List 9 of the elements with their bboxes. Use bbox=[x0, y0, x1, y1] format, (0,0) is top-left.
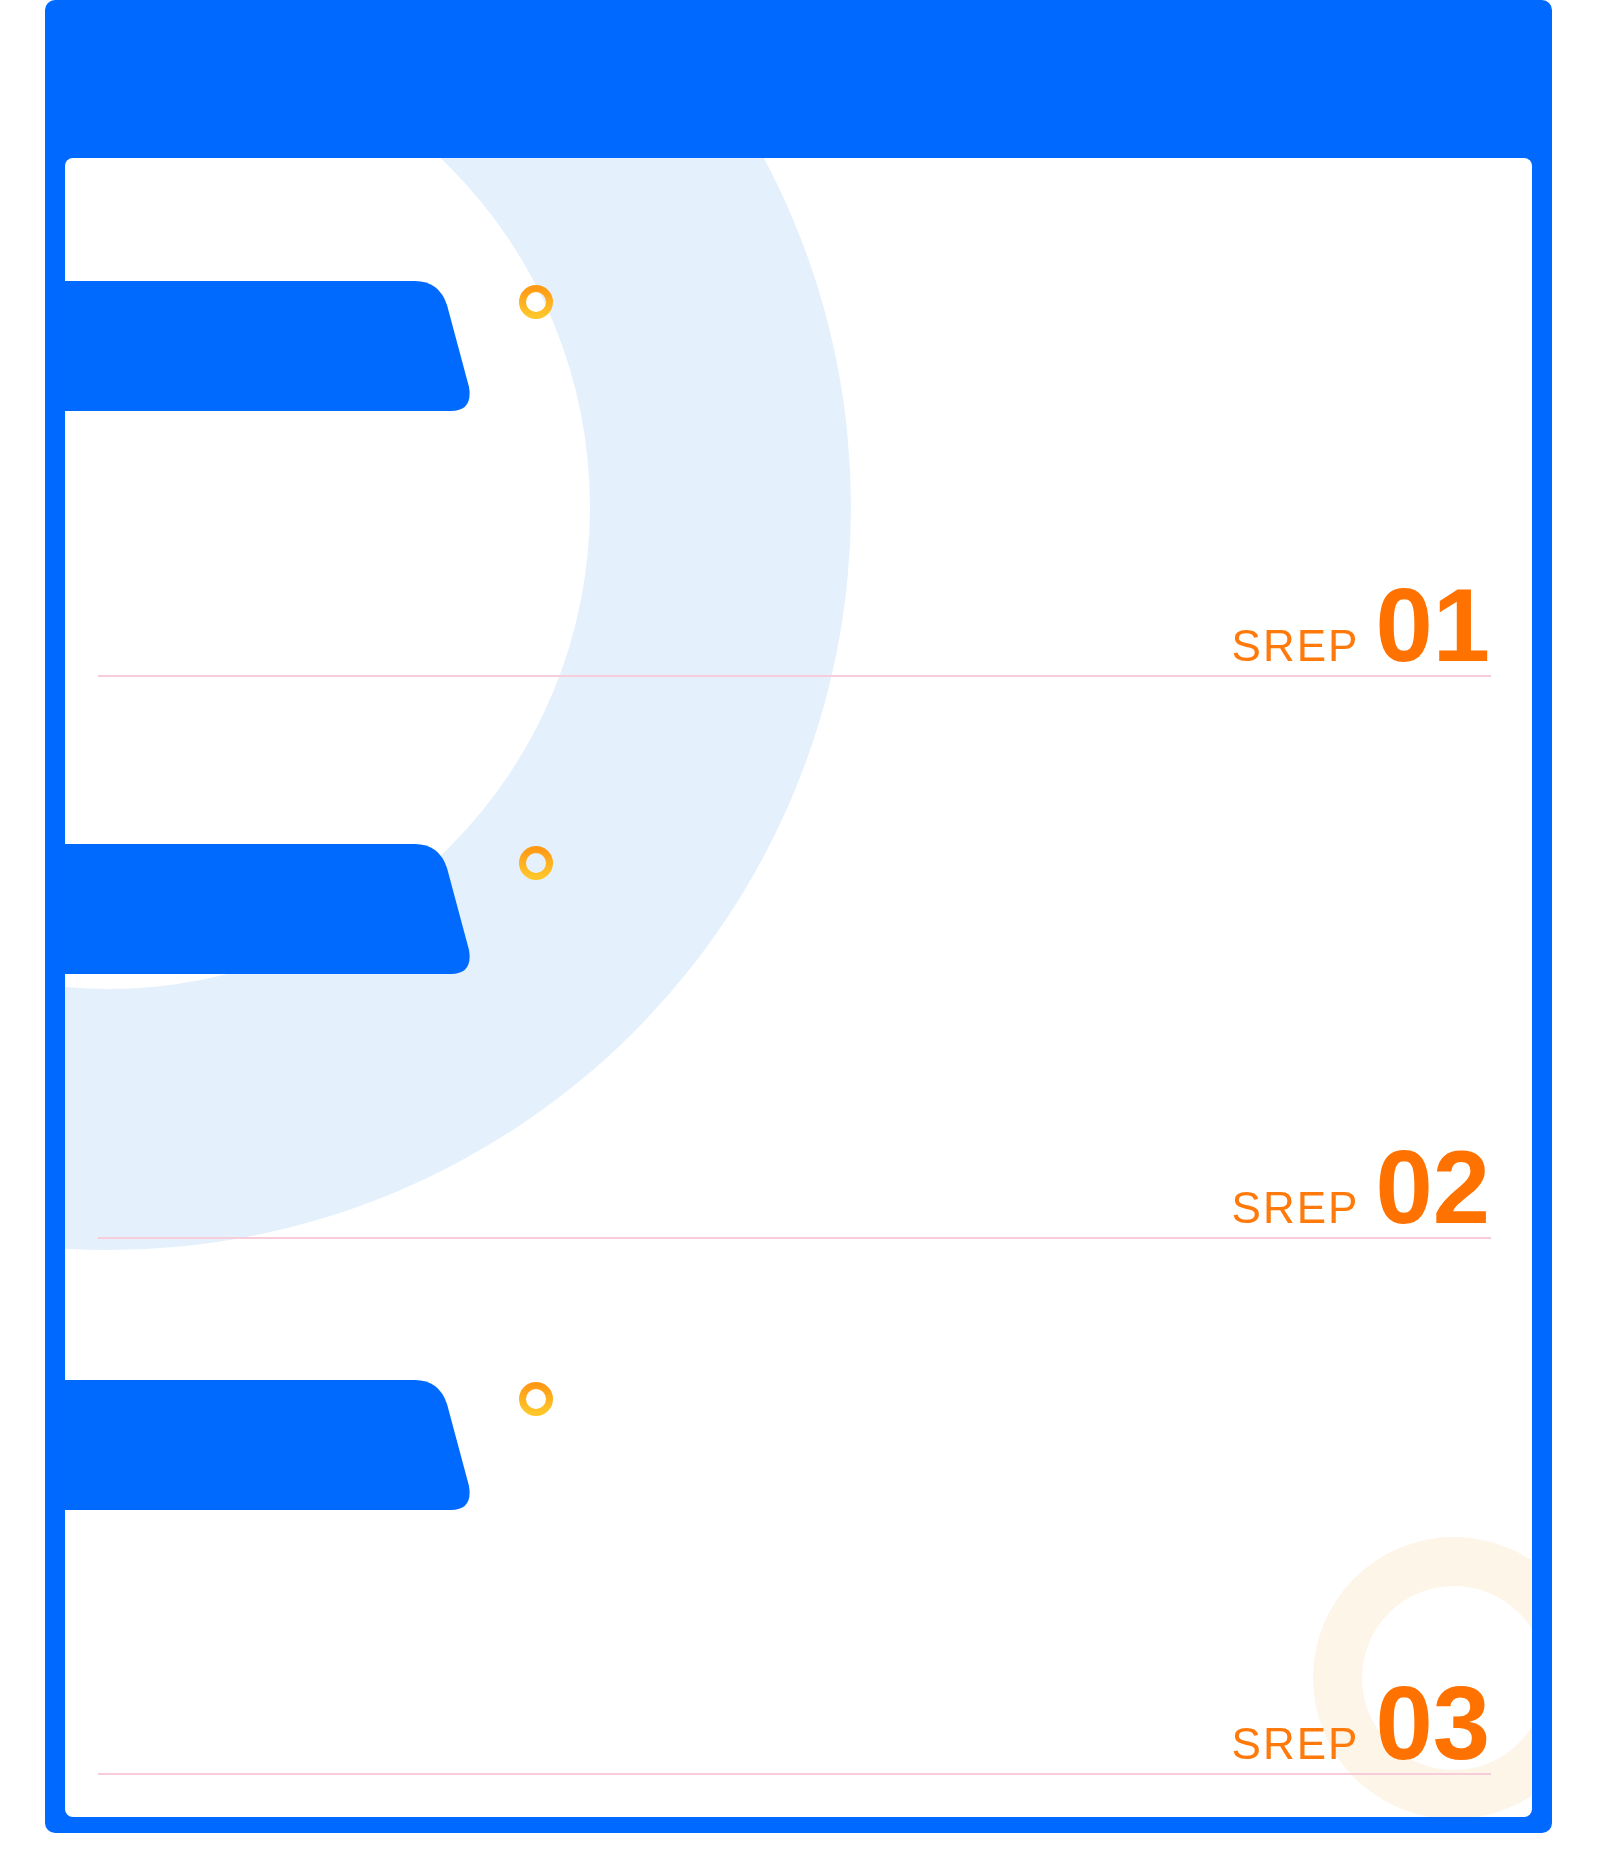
tab-banner bbox=[65, 844, 470, 974]
tab-banner bbox=[65, 281, 470, 411]
step-number: 03 bbox=[1375, 1672, 1490, 1775]
step-label: SREP bbox=[1231, 624, 1360, 668]
step-number: 02 bbox=[1375, 1136, 1490, 1239]
tab-banner bbox=[65, 1380, 470, 1510]
step-label: SREP bbox=[1231, 1722, 1360, 1766]
step-label: SREP bbox=[1231, 1186, 1360, 1230]
step-number: 01 bbox=[1375, 574, 1490, 677]
